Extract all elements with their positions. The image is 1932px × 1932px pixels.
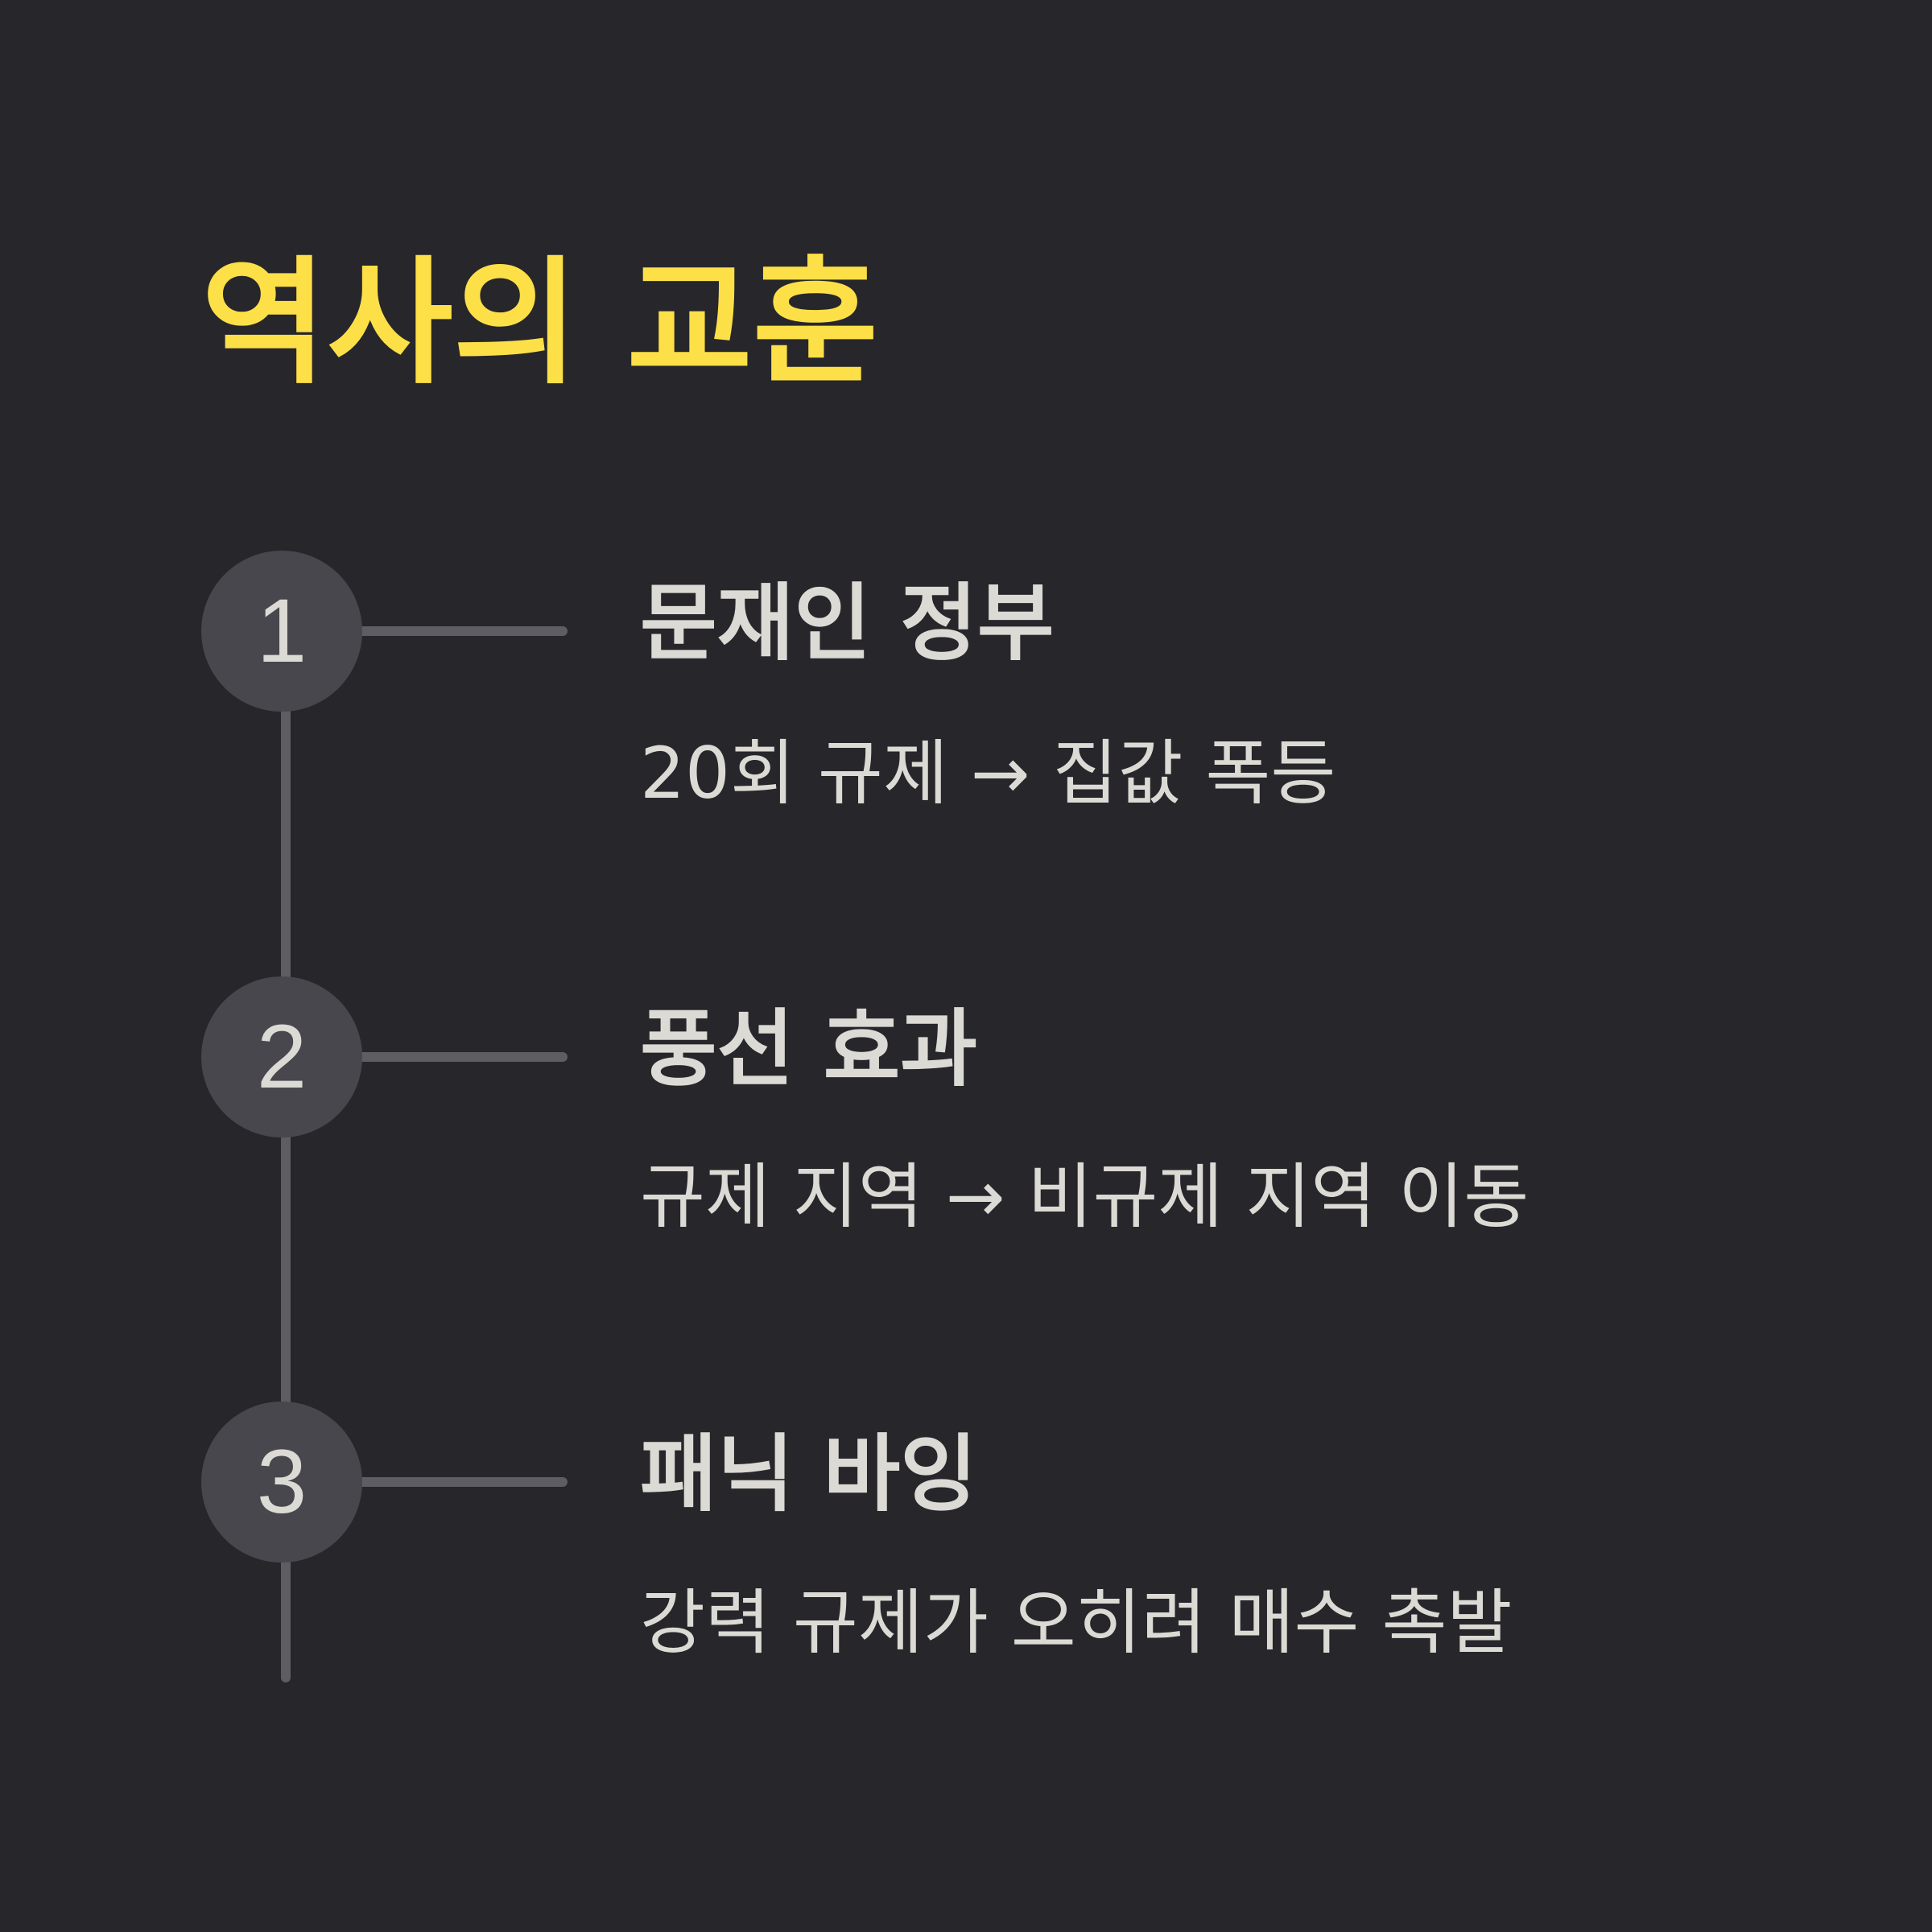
step-number-badge: 2 (201, 976, 362, 1137)
step-description: 강력 규제가 오히려 매수 촉발 (640, 1581, 1513, 1664)
step-connector (346, 1477, 568, 1487)
step-number-badge: 3 (201, 1402, 362, 1563)
step-title: 패닉 바잉 (640, 1425, 977, 1523)
step-description: 20회 규제 → 집값 폭등 (640, 732, 1336, 815)
step-connector (346, 626, 568, 636)
step-title: 문재인 정부 (640, 574, 1055, 672)
page-title: 역사의 교훈 (201, 244, 879, 403)
step-connector (346, 1052, 568, 1062)
step-number-badge: 1 (201, 551, 362, 712)
step-title: 풍선 효과 (640, 1000, 977, 1098)
step-description: 규제 지역 → 비규제 지역 이동 (640, 1155, 1530, 1238)
